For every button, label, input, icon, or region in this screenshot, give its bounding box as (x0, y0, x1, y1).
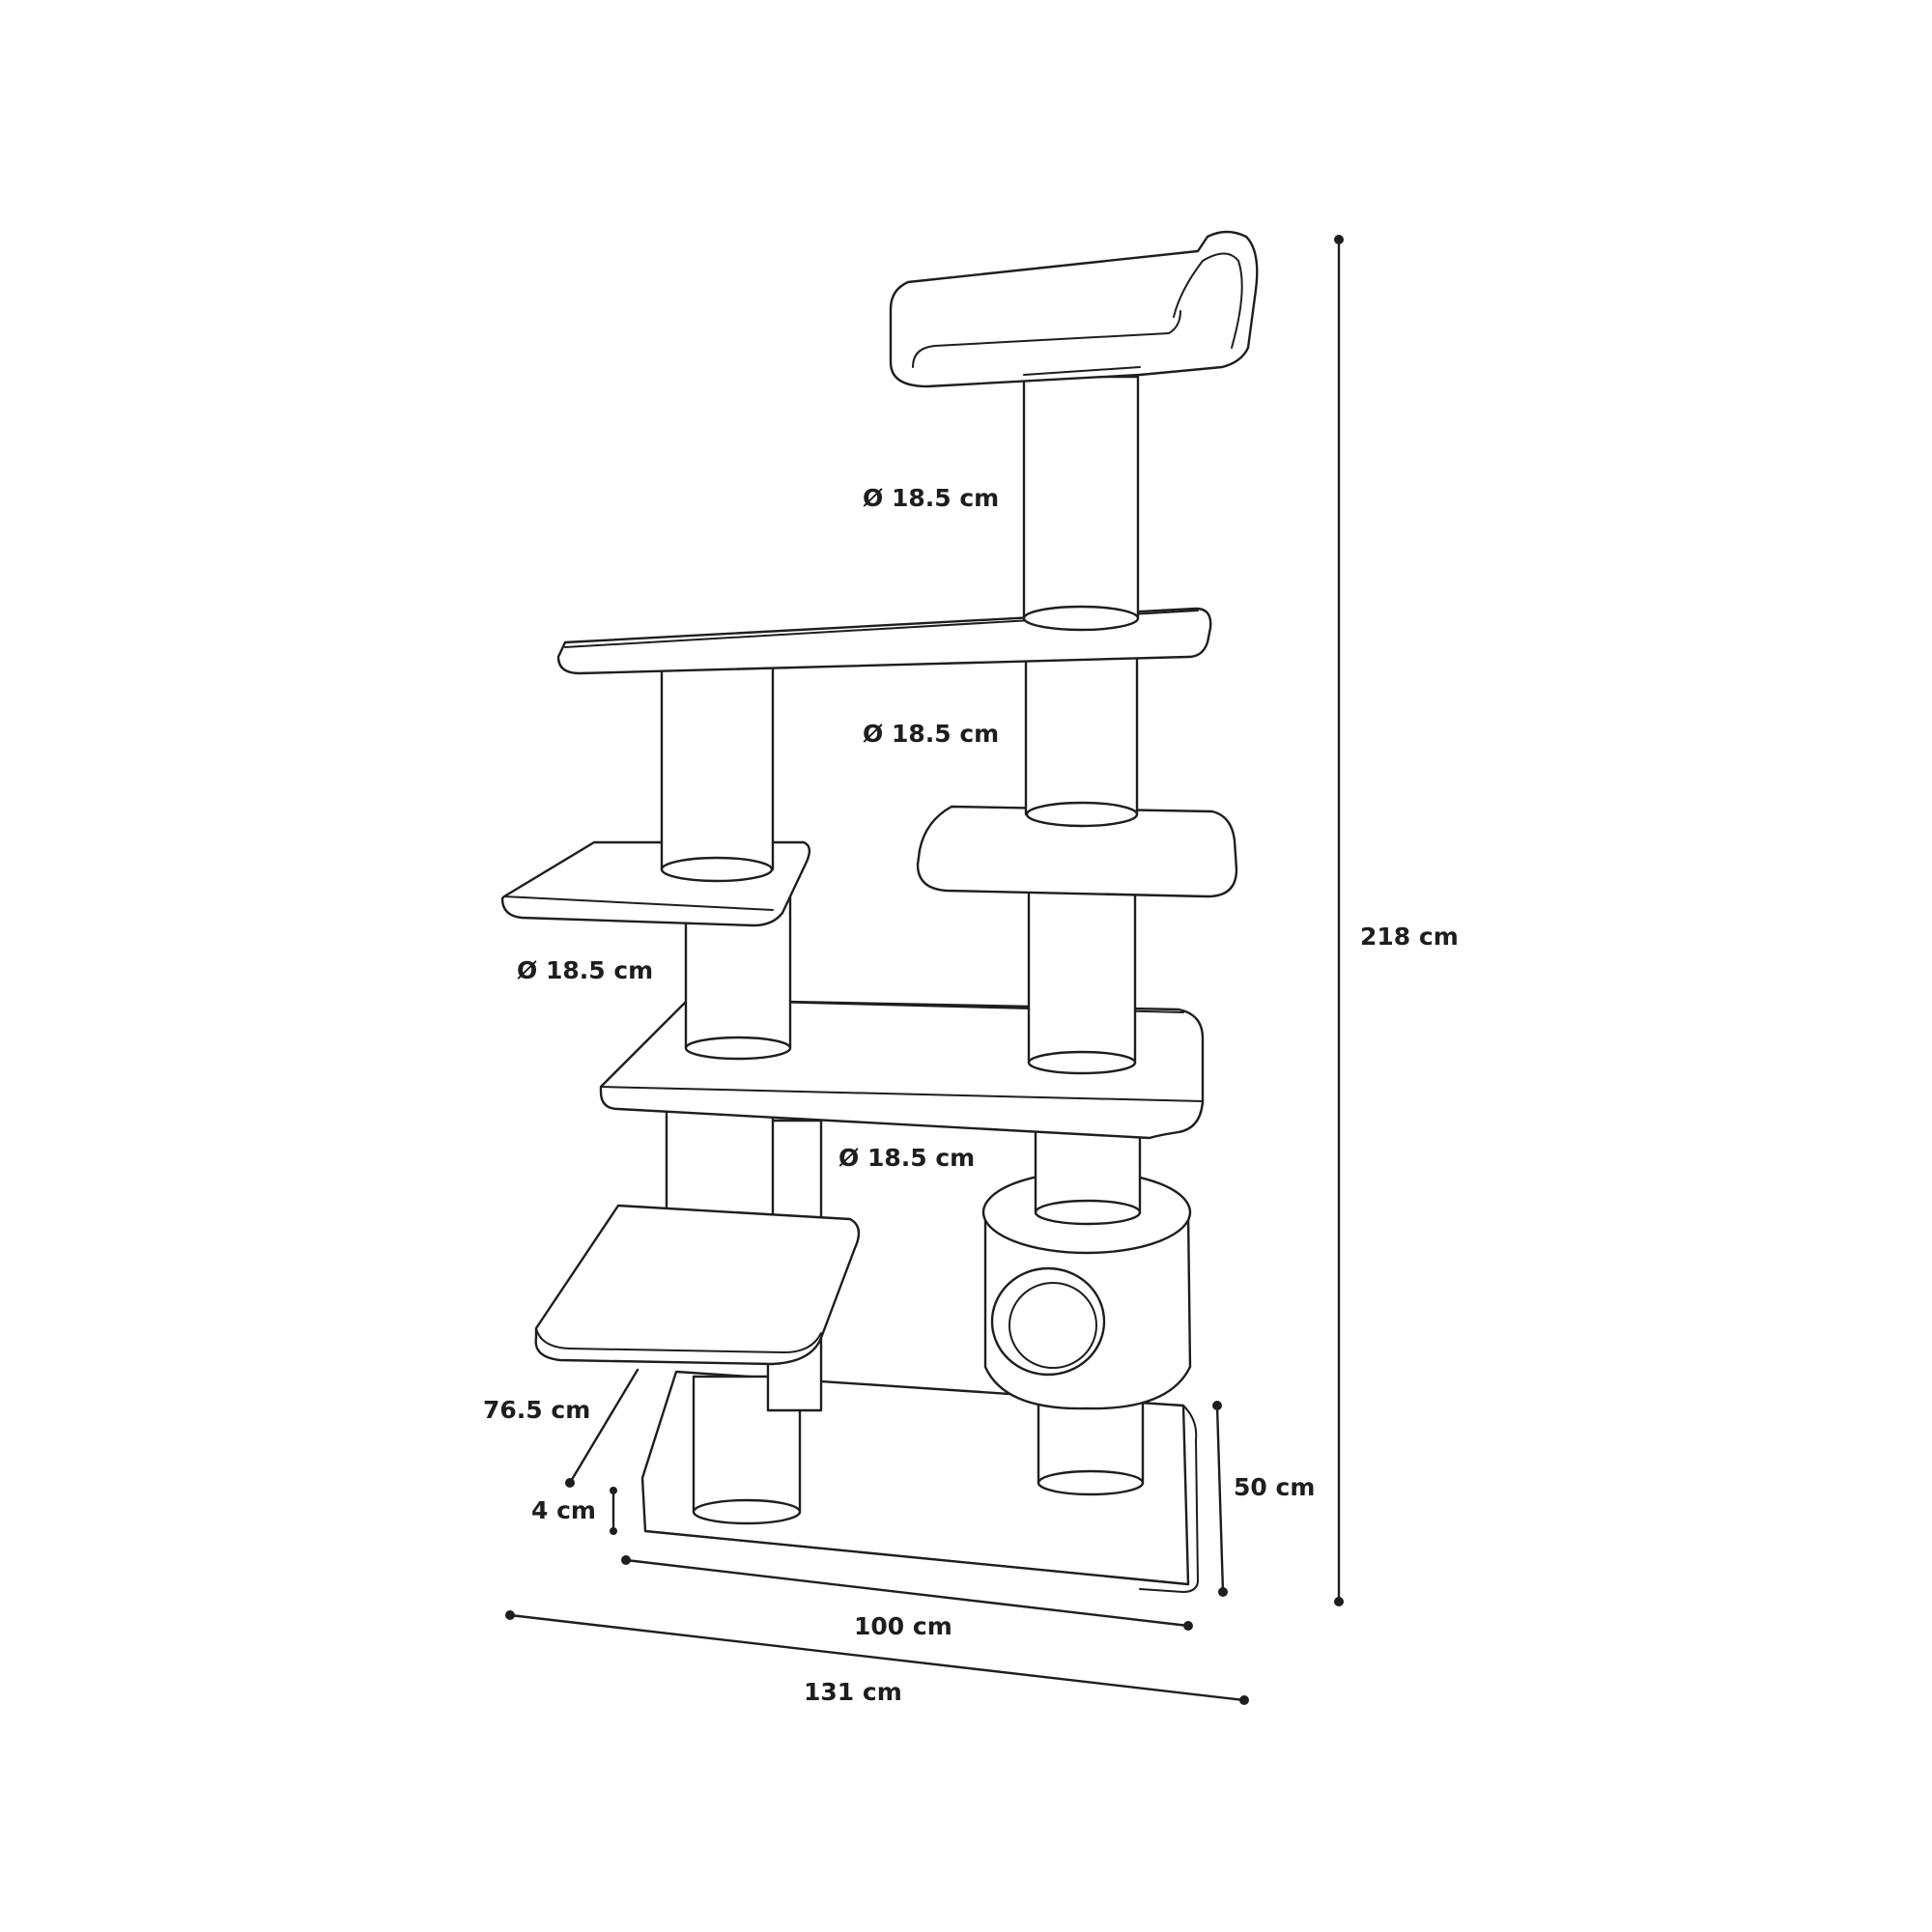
diameter-label-middle: Ø 18.5 cm (517, 956, 653, 984)
total-width-dimension (505, 1610, 1249, 1705)
middle-right-post (1027, 882, 1137, 1075)
total-width-label: 131 cm (804, 1678, 902, 1706)
base-width-label: 100 cm (854, 1612, 952, 1640)
top-bed (889, 230, 1259, 388)
base-depth-label: 50 cm (1234, 1473, 1315, 1501)
height-total-label: 218 cm (1360, 923, 1459, 951)
base-depth-dimension (1212, 1401, 1228, 1597)
barrel-top-post (1034, 1123, 1142, 1226)
upper-right-post (1024, 653, 1139, 828)
diameter-label-lower: Ø 18.5 cm (838, 1144, 975, 1172)
diameter-label-top: Ø 18.5 cm (863, 484, 999, 512)
upper-left-post (660, 665, 775, 883)
base-width-dimension (621, 1555, 1193, 1631)
base-thickness-label: 4 cm (531, 1496, 596, 1524)
base-thickness-dimension (610, 1487, 617, 1535)
height-dimension (1334, 235, 1344, 1606)
diameter-label-upper: Ø 18.5 cm (863, 720, 999, 748)
depth-total-label: 76.5 cm (483, 1396, 590, 1424)
depth-dimension (565, 1368, 639, 1488)
right-mid-step (916, 805, 1238, 898)
lower-left-step (534, 1204, 861, 1366)
bottom-left-post (692, 1375, 802, 1525)
top-post (1022, 375, 1140, 632)
